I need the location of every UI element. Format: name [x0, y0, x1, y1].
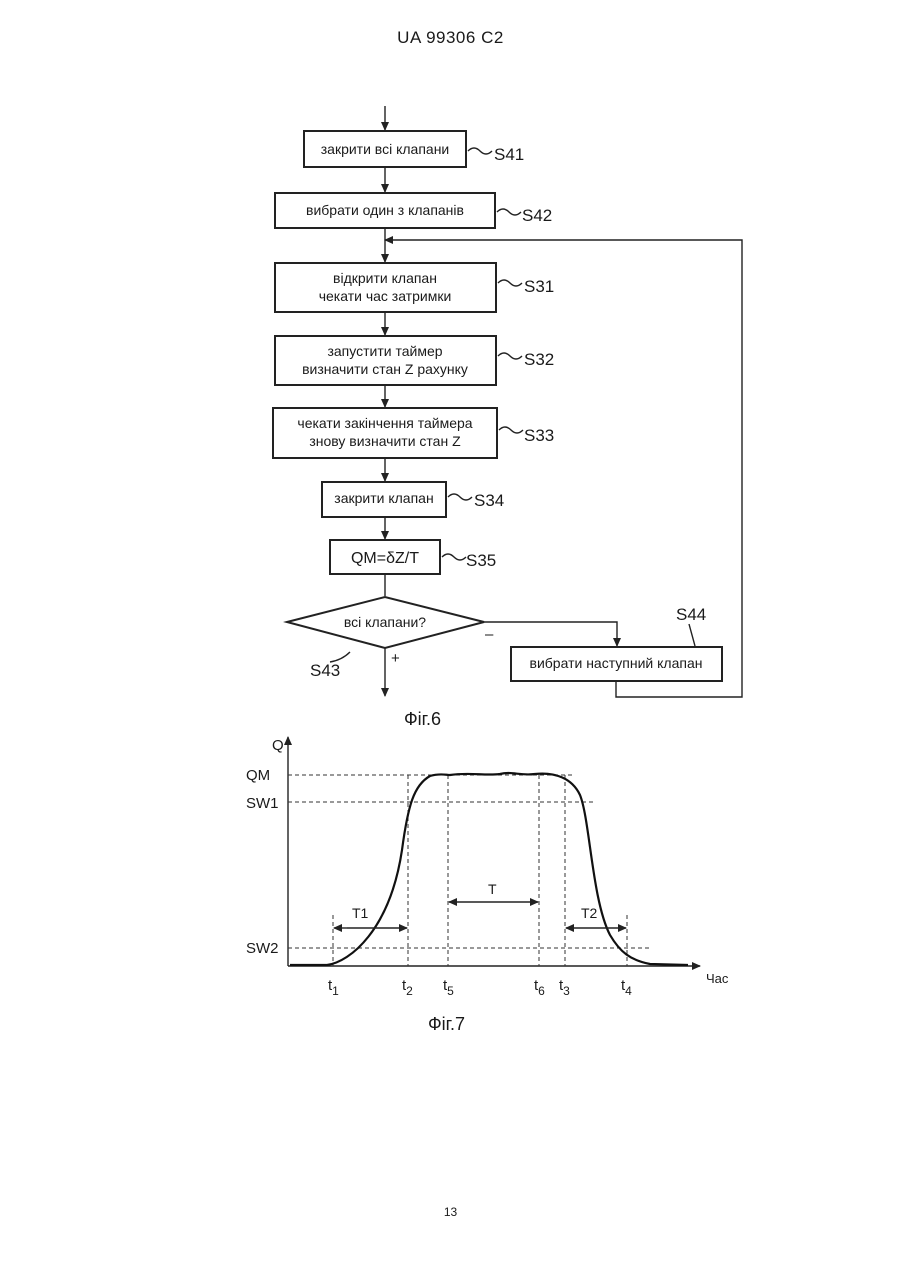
- step-s34-id: S34: [474, 491, 504, 510]
- step-s32-line2: визначити стан Z рахунку: [302, 361, 468, 377]
- t2-interval-label: T2: [581, 905, 598, 921]
- flow-curve: [290, 773, 688, 965]
- t2-label: t2: [402, 977, 413, 998]
- sw1-label: SW1: [246, 795, 279, 812]
- leader-tilde: [468, 148, 492, 154]
- t4-label: t4: [621, 977, 632, 998]
- step-s41-id: S41: [494, 145, 524, 164]
- step-s33-line2: знову визначити стан Z: [309, 433, 461, 449]
- fig6-caption: Фіг.6: [404, 709, 441, 729]
- step-s44-id: S44: [676, 605, 706, 624]
- t1-label: t1: [328, 977, 339, 998]
- sw2-label: SW2: [246, 940, 279, 957]
- step-s35-formula: QM=δZ/T: [351, 550, 419, 567]
- step-s41-text: закрити всі клапани: [321, 141, 450, 157]
- step-s42-text: вибрати один з клапанів: [306, 202, 464, 218]
- decision-id: S43: [310, 661, 340, 680]
- flowchart: закрити всі клапани S41 вибрати один з к…: [273, 106, 742, 729]
- leader-tilde: [498, 353, 522, 359]
- leader-tilde: [497, 209, 521, 215]
- t-interval-label: T: [488, 881, 497, 897]
- step-s33-id: S33: [524, 426, 554, 445]
- y-axis-label: Q: [272, 737, 284, 754]
- leader-tilde: [442, 554, 466, 560]
- leader-tilde: [498, 280, 522, 286]
- step-s32-line1: запустити таймер: [327, 343, 442, 359]
- step-s32-id: S32: [524, 350, 554, 369]
- step-s33-line1: чекати закінчення таймера: [297, 415, 472, 431]
- decision-yes-label: +: [391, 650, 400, 667]
- leader-s44: [689, 624, 695, 646]
- step-s31-line2: чекати час затримки: [319, 288, 452, 304]
- t5-label: t5: [443, 977, 454, 998]
- decision-no-label: –: [485, 626, 494, 643]
- decision-text: всі клапани?: [344, 614, 426, 630]
- step-s35-id: S35: [466, 551, 496, 570]
- page-number: 13: [0, 1205, 901, 1219]
- leader-tilde: [499, 427, 523, 433]
- flow-graph: Q Час QM SW1 SW2 T1 T T2 t1 t2 t5 t6 t3: [246, 737, 729, 1034]
- step-s44-text: вибрати наступний клапан: [530, 655, 703, 671]
- step-s42-id: S42: [522, 206, 552, 225]
- x-axis-label: Час: [706, 971, 729, 986]
- step-s31-id: S31: [524, 277, 554, 296]
- leader-tilde: [448, 494, 472, 500]
- t1-interval-label: T1: [352, 905, 369, 921]
- qm-label: QM: [246, 767, 270, 784]
- fig7-caption: Фіг.7: [428, 1014, 465, 1034]
- t6-label: t6: [534, 977, 545, 998]
- flow-arrow-no: [484, 622, 617, 646]
- step-s31-line1: відкрити клапан: [333, 270, 437, 286]
- t3-label: t3: [559, 977, 570, 998]
- step-s34-text: закрити клапан: [334, 490, 433, 506]
